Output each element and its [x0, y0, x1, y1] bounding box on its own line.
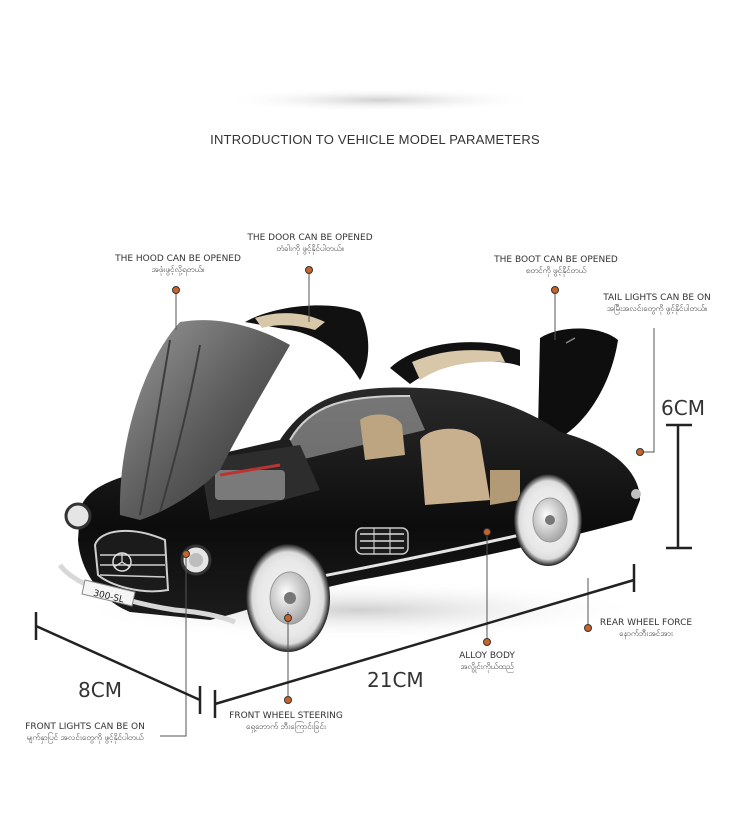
callout-boot-en: THE BOOT CAN BE OPENED [494, 255, 618, 265]
dot-door [305, 266, 313, 274]
car: 300-SL [57, 305, 641, 652]
car-body [78, 387, 640, 620]
length-label: 21CM [367, 668, 424, 692]
front-bumper [57, 563, 236, 625]
dot-front-lights [182, 550, 190, 558]
callout-rear-wheel-mm: နောက်ဘီးအင်အား [619, 629, 673, 639]
callout-dots [172, 266, 644, 704]
callout-door: THE DOOR CAN BE OPENED တံခါးကို ဖွင့်နို… [232, 233, 388, 254]
callout-front-wheel-mm: ရှေ့ဘောက် ဘီးကြောင်းခြင်း [246, 722, 326, 732]
callout-alloy-body-en: ALLOY BODY [459, 651, 515, 661]
callout-tail-lights-en: TAIL LIGHTS CAN BE ON [603, 293, 711, 303]
callout-door-mm: တံခါးကို ဖွင့်နိုင်ပါတယ်။ [276, 244, 344, 254]
top-shadow [220, 88, 540, 112]
callout-rear-wheel: REAR WHEEL FORCE နောက်ဘီးအင်အား [584, 618, 708, 639]
callout-hood: THE HOOD CAN BE OPENED အဖုံးဖွင့်လို့ရတယ… [100, 254, 256, 275]
side-vent [355, 527, 409, 555]
callout-rear-wheel-en: REAR WHEEL FORCE [599, 618, 693, 628]
page-title: INTRODUCTION TO VEHICLE MODEL PARAMETERS [210, 132, 540, 147]
dot-front-wheel-hub [284, 614, 292, 622]
windshield [290, 395, 425, 460]
boot-lid [538, 328, 618, 438]
callout-boot: THE BOOT CAN BE OPENED စတင်ကို ဖွင့်နိုင… [478, 255, 634, 276]
front-wheel [246, 544, 330, 652]
callout-hood-mm: အဖုံးဖွင့်လို့ရတယ်။ [151, 265, 205, 275]
callout-tail-lights-mm: အမြီးအလင်းတွေကို ဖွင့်နိုင်ပါတယ်။ [606, 304, 708, 314]
dot-alloy-body [483, 638, 491, 646]
callout-front-wheel-en: FRONT WHEEL STEERING [229, 711, 343, 721]
width-label: 8CM [78, 678, 122, 702]
seat-driver [420, 428, 490, 505]
rear-wheel [514, 474, 582, 566]
height-label: 6CM [661, 396, 705, 420]
dot-front-wheel [284, 696, 292, 704]
callout-alloy-body: ALLOY BODY အလွိုင်းကိုယ်ထည် [430, 651, 544, 672]
headlight-left [64, 502, 92, 530]
width-line [35, 624, 201, 702]
callout-front-lights-en: FRONT LIGHTS CAN BE ON [25, 722, 145, 732]
callout-door-en: THE DOOR CAN BE OPENED [247, 233, 373, 243]
length-line [214, 578, 635, 706]
callout-front-lights-mm: မျက်နှာပြင် အလင်းတွေကို ဖွင့်နိုင်ပါတယ် [26, 733, 144, 743]
seat-passenger [360, 414, 405, 460]
tail-light [631, 489, 641, 499]
callout-front-lights: FRONT LIGHTS CAN BE ON မျက်နှာပြင် အလင်း… [10, 722, 160, 743]
dot-alloy-body-side [483, 528, 491, 536]
dimension-lines [34, 423, 692, 718]
hood [119, 320, 290, 520]
dot-tail-lights [636, 448, 644, 456]
dot-rear-wheel [584, 624, 592, 632]
dot-hood [172, 286, 180, 294]
callout-front-wheel: FRONT WHEEL STEERING ရှေ့ဘောက် ဘီးကြောင်… [216, 711, 356, 732]
callout-tail-lights: TAIL LIGHTS CAN BE ON အမြီးအလင်းတွေကို ဖ… [582, 293, 732, 314]
front-grille [93, 529, 170, 593]
callout-boot-mm: စတင်ကို ဖွင့်နိုင်တယ် [525, 266, 587, 276]
dot-boot [551, 286, 559, 294]
callout-alloy-body-mm: အလွိုင်းကိုယ်ထည် [460, 662, 514, 672]
callout-hood-en: THE HOOD CAN BE OPENED [115, 254, 241, 264]
